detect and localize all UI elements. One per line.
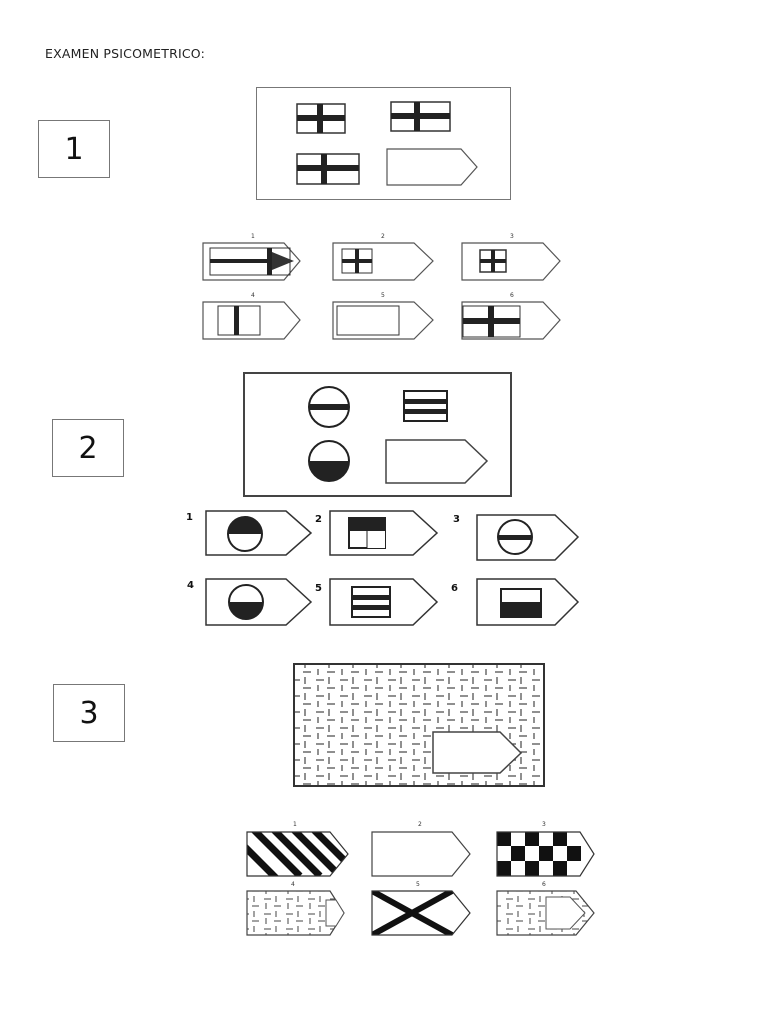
q2-stimulus-figures <box>308 386 489 484</box>
q1-option-2-label: 2 <box>381 233 385 240</box>
q2-stimulus-circle-bottom-half <box>308 440 350 482</box>
q2-option-1[interactable] <box>205 510 313 556</box>
q2-stimulus-panel <box>243 372 512 497</box>
q1-stimulus-panel <box>256 87 511 200</box>
q1-option-6[interactable] <box>461 301 561 340</box>
q3-stimulus-blank-pentagon <box>432 731 523 774</box>
q2-option-5[interactable] <box>329 578 439 626</box>
q1-option-5-label: 5 <box>381 292 385 299</box>
q2-stimulus-square-stripes <box>403 390 448 422</box>
page-title: EXAMEN PSICOMETRICO: <box>45 46 205 61</box>
q3-option-6[interactable] <box>496 890 595 936</box>
q3-option-1-label: 1 <box>293 821 297 828</box>
q3-option-3-label: 3 <box>542 821 546 828</box>
q3-option-3[interactable] <box>496 831 595 877</box>
q2-option-6[interactable] <box>476 578 580 626</box>
q3-option-6-label: 6 <box>542 881 546 888</box>
q1-option-3-label: 3 <box>510 233 514 240</box>
q2-stimulus-circle-stripe <box>308 386 350 428</box>
q3-stimulus-figure <box>293 663 545 787</box>
q1-stimulus-flag-1 <box>296 103 346 134</box>
q1-option-1-label: 1 <box>251 233 255 240</box>
q3-option-2[interactable] <box>371 831 471 877</box>
q1-stimulus-flag-3 <box>296 153 360 185</box>
q1-option-4[interactable] <box>202 301 301 340</box>
q3-option-4[interactable] <box>246 890 345 936</box>
q3-option-5-label: 5 <box>416 881 420 888</box>
question-number-1: 1 <box>38 120 110 178</box>
q1-option-5[interactable] <box>332 301 434 340</box>
q2-option-3[interactable] <box>476 514 580 561</box>
q3-option-1[interactable] <box>230 826 360 882</box>
q1-stimulus-blank-pentagon <box>386 148 478 186</box>
question-number-3: 3 <box>53 684 125 742</box>
q1-option-2[interactable] <box>332 242 434 281</box>
q1-option-3[interactable] <box>461 242 561 281</box>
q2-option-2[interactable] <box>329 510 439 556</box>
q2-option-6-label: 6 <box>451 583 458 594</box>
q2-option-4[interactable] <box>205 578 313 626</box>
q2-option-2-label: 2 <box>315 514 322 525</box>
q2-option-4-label: 4 <box>187 580 194 591</box>
q1-option-1[interactable] <box>202 242 301 281</box>
q3-option-4-label: 4 <box>291 881 295 888</box>
q1-stimulus-figures <box>296 101 478 186</box>
q2-option-5-label: 5 <box>315 583 322 594</box>
q1-option-6-label: 6 <box>510 292 514 299</box>
q2-stimulus-blank-pentagon <box>385 439 489 484</box>
q2-options <box>205 510 580 626</box>
q1-option-4-label: 4 <box>251 292 255 299</box>
q1-stimulus-flag-2 <box>390 101 451 132</box>
q3-options <box>246 831 595 936</box>
q3-option-2-label: 2 <box>418 821 422 828</box>
q2-option-1-label: 1 <box>186 512 193 523</box>
q1-options <box>202 242 561 340</box>
q2-option-3-label: 3 <box>453 514 460 525</box>
q3-option-5[interactable] <box>371 890 471 936</box>
question-number-2: 2 <box>52 419 124 477</box>
